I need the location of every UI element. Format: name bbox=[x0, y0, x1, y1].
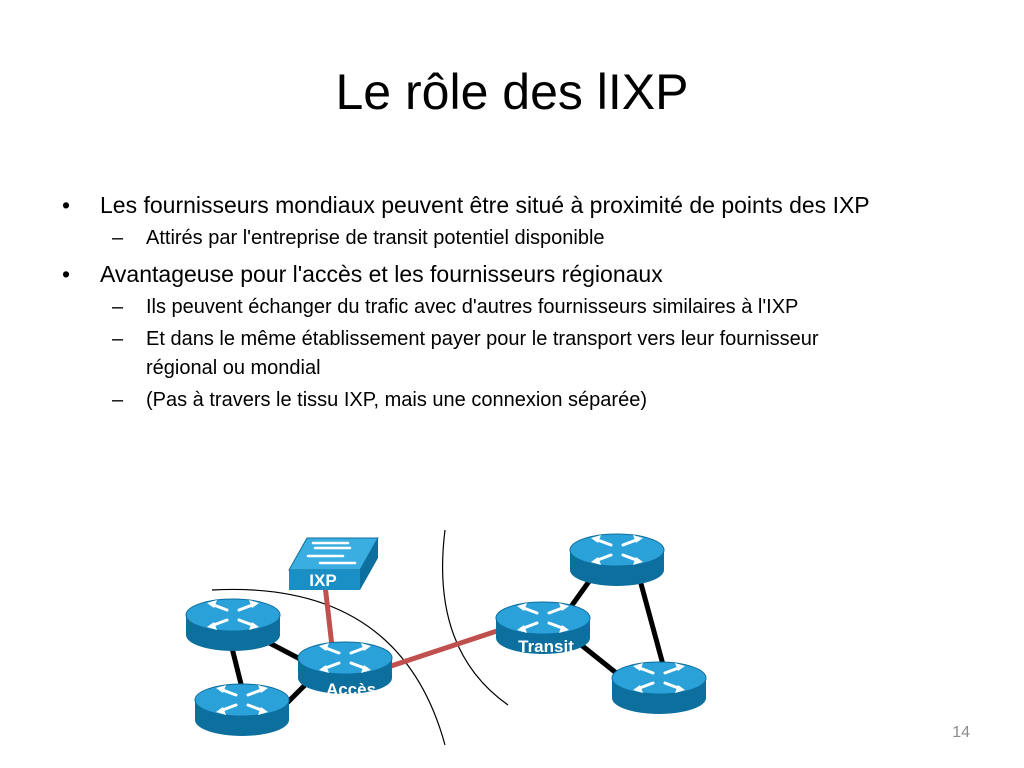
separator-arc-right bbox=[442, 529, 509, 706]
dash-marker: – bbox=[112, 328, 124, 350]
access-router: Accès bbox=[296, 640, 394, 699]
sub-bullet-text: Attirés par l'entreprise de transit pote… bbox=[146, 227, 605, 249]
bullet-marker: • bbox=[62, 192, 71, 218]
sub-bullet-item: – Attirés par l'entreprise de transit po… bbox=[60, 224, 960, 253]
bullet-marker: • bbox=[62, 261, 71, 287]
router-icon bbox=[193, 682, 291, 738]
sub-bullet-text: (Pas à travers le tissu IXP, mais une co… bbox=[146, 389, 647, 411]
dash-marker: – bbox=[112, 389, 124, 411]
sub-bullet-text: Ils peuvent échanger du trafic avec d'au… bbox=[146, 296, 799, 318]
bullet-text: Les fournisseurs mondiaux peuvent être s… bbox=[100, 192, 870, 218]
dash-marker: – bbox=[112, 296, 124, 318]
bullet-item-1: • Les fournisseurs mondiaux peuvent être… bbox=[60, 189, 960, 221]
bullet-item-2: • Avantageuse pour l'accès et les fourni… bbox=[60, 258, 960, 290]
sub-bullet-item: – Et dans le même établissement payer po… bbox=[60, 325, 960, 383]
bullet-list: • Les fournisseurs mondiaux peuvent être… bbox=[60, 184, 960, 415]
sub-bullet-item: – Ils peuvent échanger du trafic avec d'… bbox=[60, 293, 960, 322]
ixp-label: IXP bbox=[309, 571, 336, 590]
link-transit-top bbox=[567, 578, 593, 610]
router-icon bbox=[610, 660, 708, 716]
router-icon bbox=[568, 532, 666, 588]
sub-bullet-item: – (Pas à travers le tissu IXP, mais une … bbox=[60, 386, 960, 415]
sub-bullet-text: Et dans le même établissement payer pour… bbox=[146, 328, 819, 379]
link-access-transit bbox=[384, 627, 501, 671]
separator-arc-left bbox=[211, 588, 446, 746]
transit-router: Transit bbox=[494, 600, 592, 656]
ixp-switch: IXP bbox=[288, 537, 379, 590]
page-number: 14 bbox=[952, 724, 970, 741]
access-label: Accès bbox=[326, 680, 376, 699]
switch-icon bbox=[306, 541, 357, 565]
slide-title: Le rôle des lIXP bbox=[335, 64, 689, 120]
router-icon bbox=[184, 597, 282, 653]
dash-marker: – bbox=[112, 227, 124, 249]
transit-label: Transit bbox=[518, 637, 574, 656]
link-top-right bbox=[637, 579, 668, 673]
bullet-text: Avantageuse pour l'accès et les fourniss… bbox=[100, 261, 663, 287]
